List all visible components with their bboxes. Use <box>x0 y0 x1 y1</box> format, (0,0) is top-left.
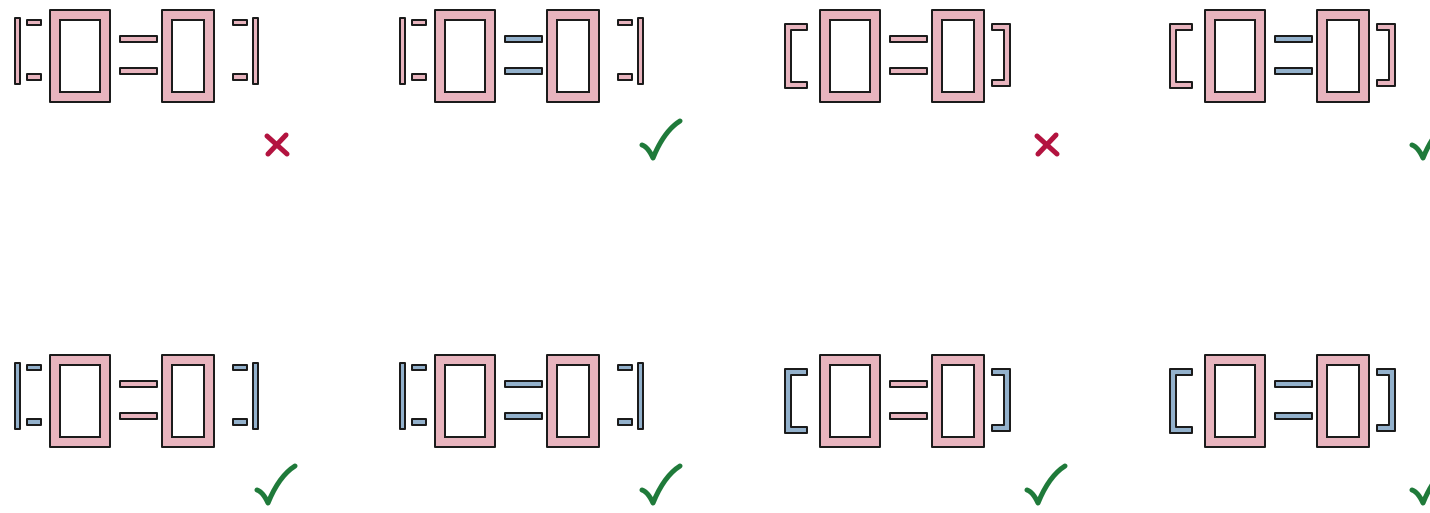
right-frame-window <box>556 19 590 93</box>
middle-bar-bottom <box>119 67 158 75</box>
middle-bar-bottom <box>889 67 928 75</box>
left-stub-top <box>26 364 42 371</box>
middle-bar-bottom <box>889 412 928 420</box>
right-frame-window <box>941 364 975 438</box>
panel-4 <box>1169 9 1430 161</box>
middle-bar-top <box>1274 35 1313 43</box>
left-stub-bottom <box>411 418 427 426</box>
right-frame-window <box>171 364 205 438</box>
left-stub-bottom <box>411 73 427 81</box>
middle-bar-top <box>889 35 928 43</box>
left-frame <box>49 9 111 103</box>
right-stub-top <box>232 19 248 26</box>
middle-bar-bottom <box>504 67 543 75</box>
right-outer-bar <box>637 17 644 85</box>
right-bracket <box>1376 23 1396 87</box>
middle-bar-bottom <box>119 412 158 420</box>
middle-bar-bottom <box>1274 67 1313 75</box>
right-frame <box>1316 9 1370 103</box>
left-frame-window <box>444 364 486 438</box>
middle-bar-top <box>889 380 928 388</box>
left-frame <box>1204 354 1266 448</box>
right-stub-bottom <box>617 73 633 81</box>
left-stub-top <box>26 19 42 26</box>
check-icon <box>1024 463 1068 506</box>
left-frame-window <box>1214 364 1256 438</box>
middle-bar-top <box>119 35 158 43</box>
left-frame-window <box>829 19 871 93</box>
left-frame <box>819 354 881 448</box>
left-outer-bar <box>399 362 406 430</box>
left-outer-bar <box>14 362 21 430</box>
left-outer-bar <box>399 17 406 85</box>
check-icon <box>1409 138 1430 161</box>
left-stub-top <box>411 364 427 371</box>
right-bracket <box>1376 368 1396 432</box>
left-stub-top <box>411 19 427 26</box>
right-frame-window <box>941 19 975 93</box>
panel-5 <box>14 354 298 506</box>
check-icon <box>639 118 683 161</box>
cross-icon <box>264 132 290 157</box>
left-frame <box>1204 9 1266 103</box>
right-stub-top <box>617 364 633 371</box>
panel-1 <box>14 9 290 157</box>
left-frame-window <box>59 364 101 438</box>
cross-icon <box>1034 132 1060 157</box>
left-bracket <box>784 23 808 89</box>
left-frame-window <box>1214 19 1256 93</box>
check-icon <box>1409 483 1430 506</box>
middle-bar-top <box>504 380 543 388</box>
panel-2 <box>399 9 683 161</box>
middle-bar-top <box>1274 380 1313 388</box>
left-frame-window <box>59 19 101 93</box>
left-frame <box>434 354 496 448</box>
panel-8 <box>1169 354 1430 506</box>
right-bracket <box>991 368 1011 432</box>
right-outer-bar <box>252 362 259 430</box>
right-stub-top <box>617 19 633 26</box>
right-frame <box>931 354 985 448</box>
right-stub-top <box>232 364 248 371</box>
right-stub-bottom <box>232 73 248 81</box>
panel-6 <box>399 354 683 506</box>
middle-bar-top <box>119 380 158 388</box>
panel-7 <box>784 354 1068 506</box>
right-frame-window <box>556 364 590 438</box>
check-icon <box>639 463 683 506</box>
right-bracket <box>991 23 1011 87</box>
right-frame <box>546 354 600 448</box>
check-icon <box>254 463 298 506</box>
right-frame <box>546 9 600 103</box>
left-frame <box>434 9 496 103</box>
right-stub-bottom <box>232 418 248 426</box>
right-stub-bottom <box>617 418 633 426</box>
right-frame <box>161 9 215 103</box>
middle-bar-bottom <box>1274 412 1313 420</box>
right-outer-bar <box>252 17 259 85</box>
right-frame <box>161 354 215 448</box>
left-frame <box>49 354 111 448</box>
left-stub-bottom <box>26 418 42 426</box>
left-bracket <box>1169 368 1193 434</box>
right-frame-window <box>171 19 205 93</box>
right-frame <box>931 9 985 103</box>
left-frame-window <box>829 364 871 438</box>
right-outer-bar <box>637 362 644 430</box>
right-frame-window <box>1326 19 1360 93</box>
panel-3 <box>784 9 1060 157</box>
middle-bar-top <box>504 35 543 43</box>
left-frame-window <box>444 19 486 93</box>
left-outer-bar <box>14 17 21 85</box>
left-bracket <box>784 368 808 434</box>
left-frame <box>819 9 881 103</box>
middle-bar-bottom <box>504 412 543 420</box>
left-bracket <box>1169 23 1193 89</box>
right-frame-window <box>1326 364 1360 438</box>
right-frame <box>1316 354 1370 448</box>
left-stub-bottom <box>26 73 42 81</box>
